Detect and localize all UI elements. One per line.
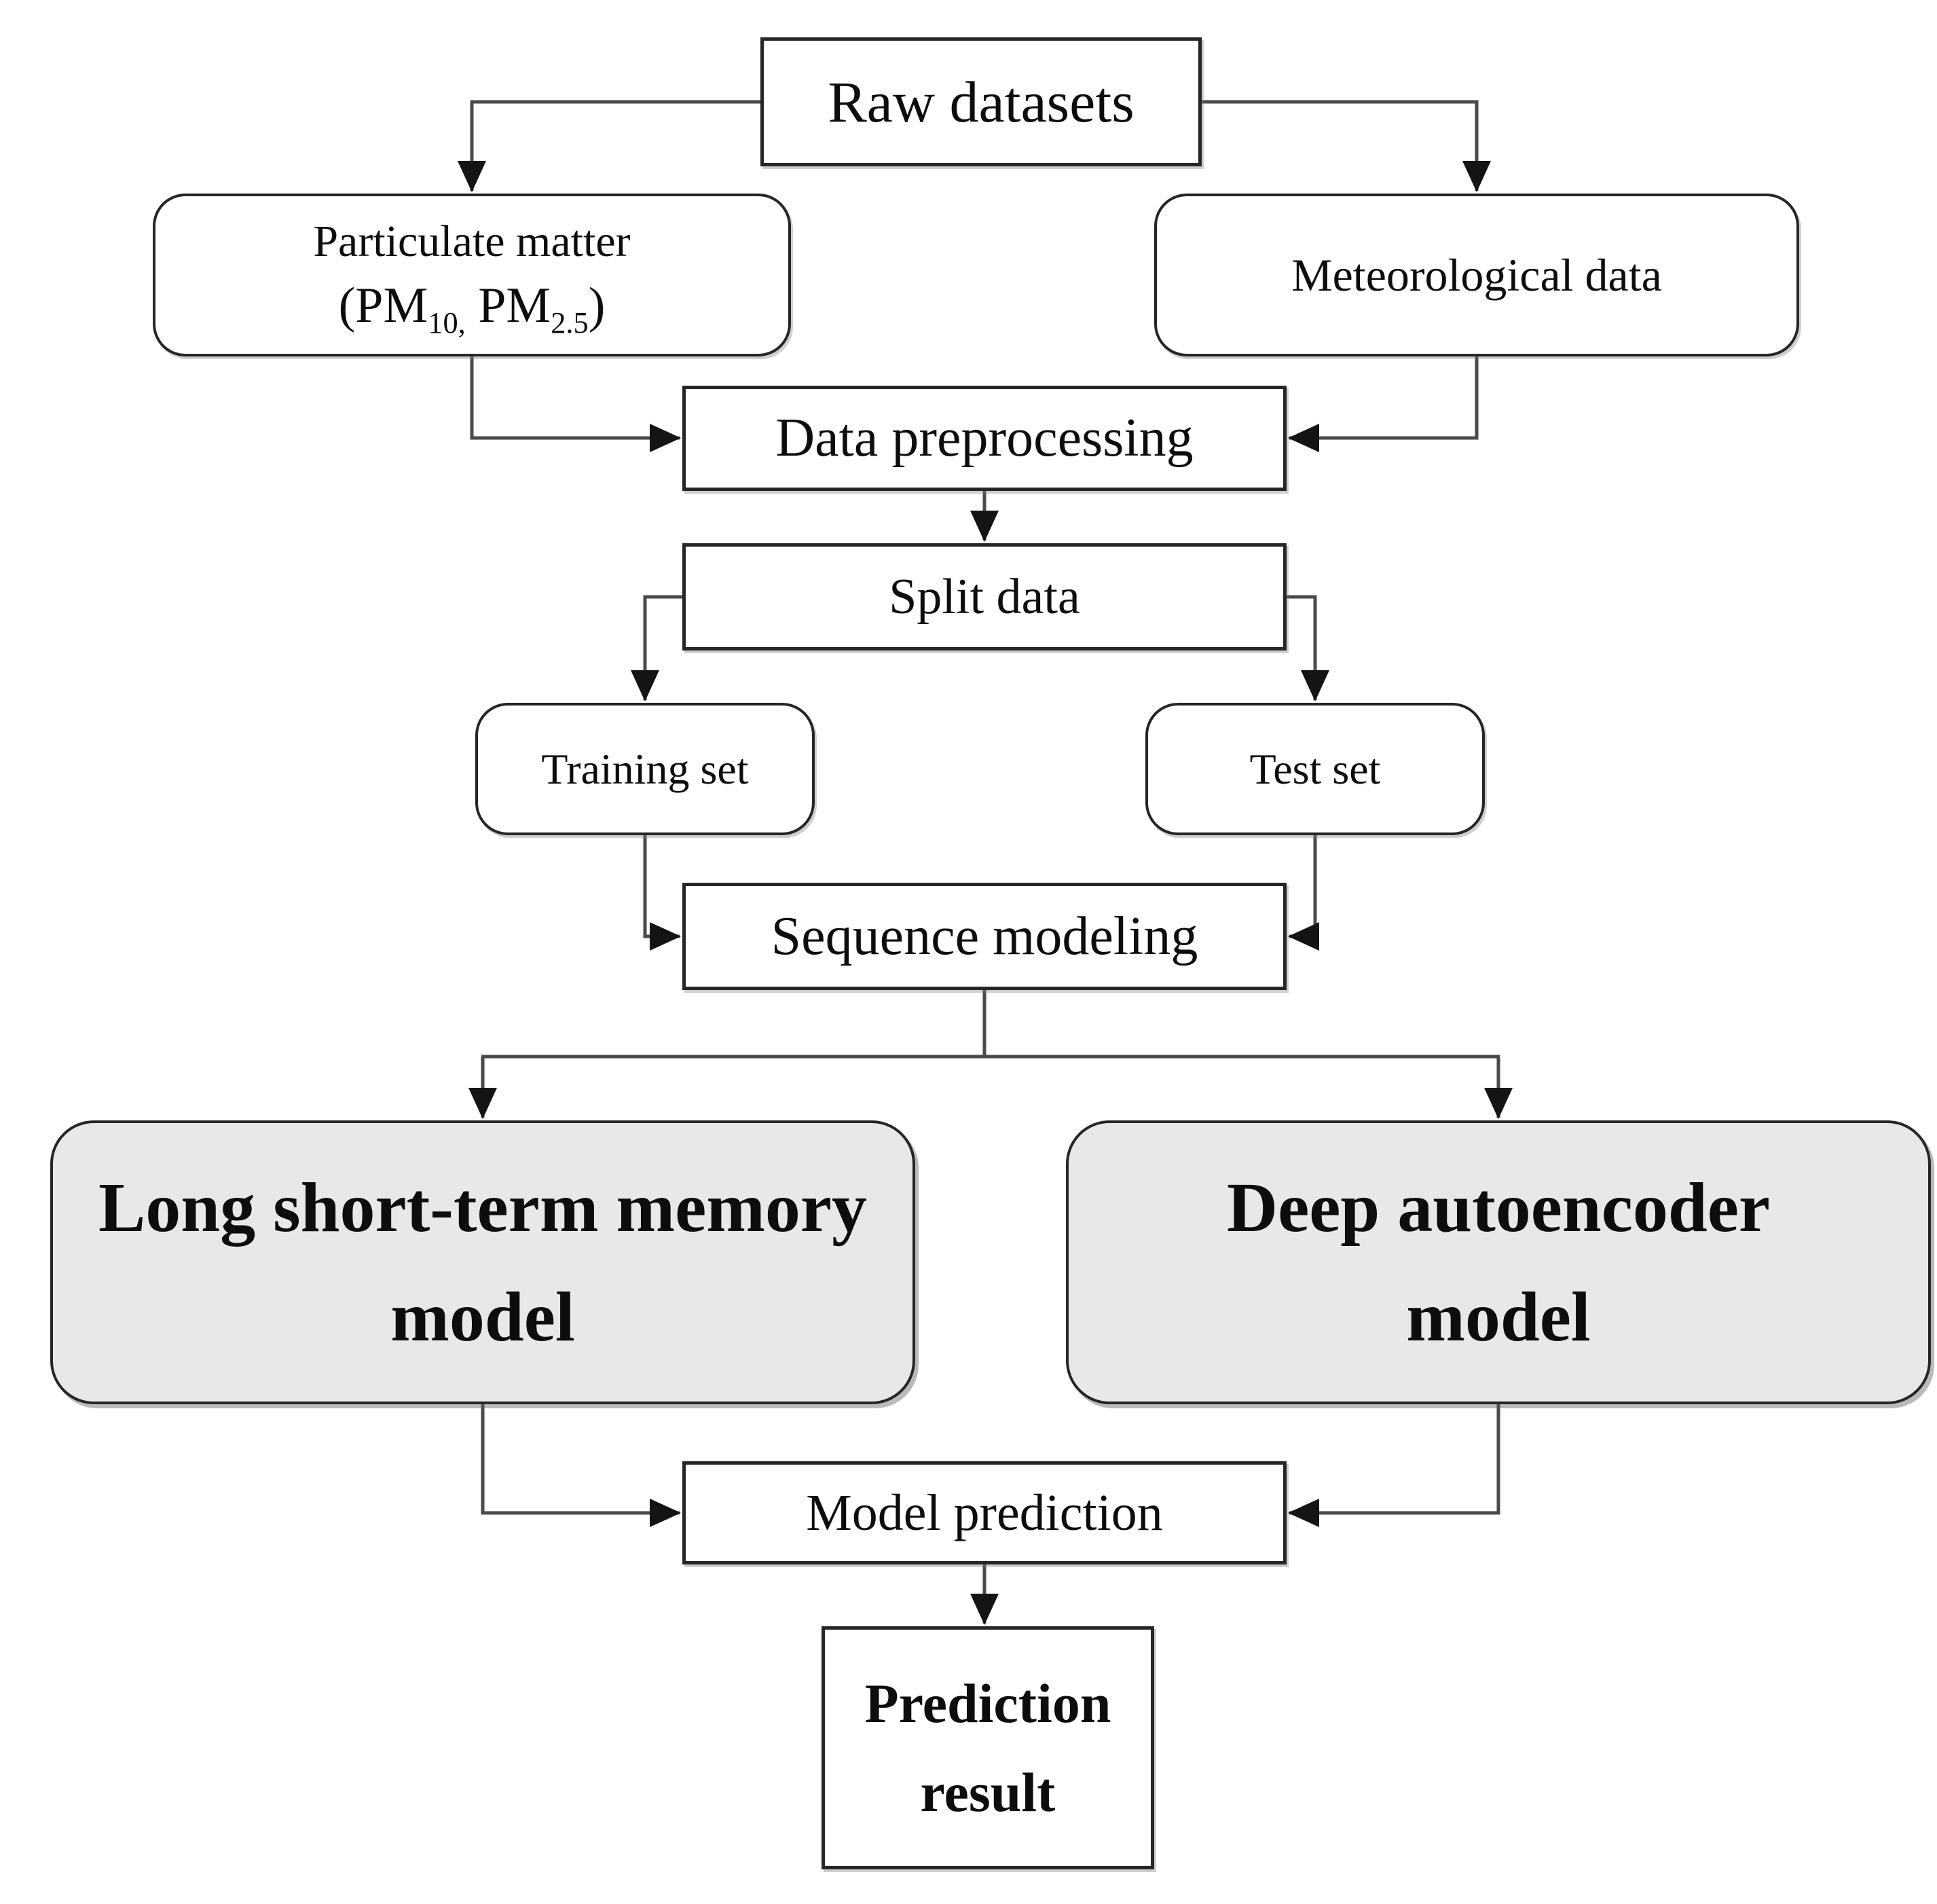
raw-datasets-label: Raw datasets [828, 69, 1134, 134]
node-split-data: Split data [682, 543, 1287, 651]
node-prediction-result: Prediction result [822, 1626, 1154, 1869]
meteorological-data-label: Meteorological data [1291, 249, 1662, 301]
model-prediction-label: Model prediction [806, 1484, 1163, 1541]
lstm-model-line2: model [390, 1278, 575, 1356]
formula-close: ) [588, 277, 606, 333]
arrow-autoencoder-to-prediction [1288, 1404, 1500, 1527]
pm25-subscript: 2.5 [551, 305, 589, 340]
node-model-prediction: Model prediction [682, 1461, 1287, 1564]
node-lstm-model: Long short-term memory model [50, 1120, 915, 1404]
node-training-set: Training set [475, 703, 815, 835]
lstm-model-line1: Long short-term memory [98, 1168, 868, 1247]
particulate-matter-formula: (PM10, PM2.5) [338, 277, 606, 337]
data-preprocessing-label: Data preprocessing [775, 408, 1194, 468]
arrow-raw-to-meteorological [1202, 100, 1491, 192]
arrow-training-to-sequence [643, 835, 681, 951]
deep-autoencoder-line1: Deep autoencoder [1226, 1168, 1771, 1247]
node-particulate-matter: Particulate matter (PM10, PM2.5) [153, 194, 791, 356]
training-set-label: Training set [541, 744, 749, 793]
sequence-modeling-label: Sequence modeling [771, 906, 1198, 966]
prediction-result-line1: Prediction [864, 1672, 1111, 1734]
deep-autoencoder-line2: model [1406, 1278, 1591, 1356]
node-deep-autoencoder-model: Deep autoencoder model [1066, 1120, 1931, 1404]
arrow-raw-to-particulate [458, 100, 760, 192]
pm10-subscript: 10, [428, 305, 466, 340]
arrow-particulate-to-preprocessing [470, 356, 681, 452]
node-raw-datasets: Raw datasets [760, 37, 1202, 166]
formula-between: PM [465, 277, 551, 333]
node-test-set: Test set [1145, 703, 1485, 835]
test-set-label: Test set [1249, 744, 1381, 793]
formula-open: (PM [338, 277, 428, 333]
split-data-label: Split data [889, 568, 1080, 625]
particulate-matter-title: Particulate matter [313, 216, 631, 266]
arrow-split-to-training [631, 595, 682, 701]
node-meteorological-data: Meteorological data [1154, 194, 1799, 356]
arrow-lstm-to-prediction [481, 1404, 681, 1527]
prediction-result-line2: result [920, 1761, 1056, 1823]
arrow-meteorological-to-preprocessing [1288, 356, 1479, 452]
arrow-split-to-test [1287, 595, 1329, 701]
node-data-preprocessing: Data preprocessing [682, 386, 1287, 491]
node-sequence-modeling: Sequence modeling [682, 883, 1287, 990]
arrow-test-to-sequence [1288, 835, 1319, 951]
